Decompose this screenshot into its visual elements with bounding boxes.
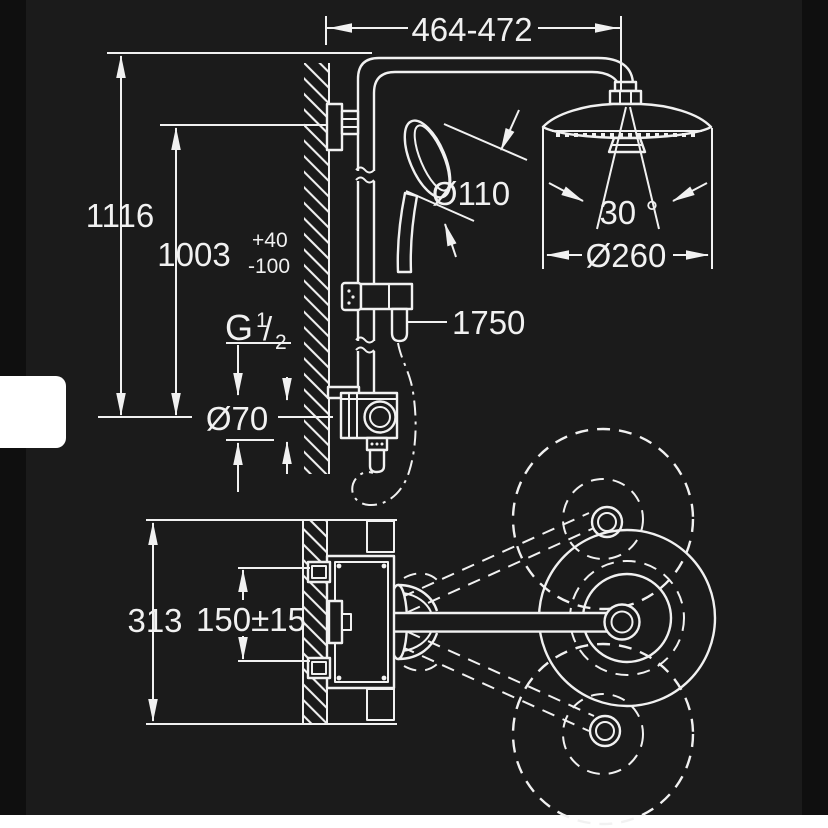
plan-view: 313 150±15 xyxy=(127,427,717,826)
dimension-top-width: 464-472 xyxy=(325,11,622,92)
hand-shower-holder xyxy=(340,281,414,343)
plan-wall xyxy=(302,520,395,724)
thermostat-valve xyxy=(326,385,399,474)
thread-num: 1 xyxy=(256,309,268,332)
shower-hose xyxy=(351,342,417,507)
mixer-body xyxy=(306,554,396,690)
dim-spray-angle: 30 ° xyxy=(599,194,658,231)
dim-connection-spacing: 150±15 xyxy=(196,601,306,638)
dim-hand-diameter: Ø110 xyxy=(432,175,510,212)
swivel-arm-alternate-positions xyxy=(401,512,595,732)
dimension-plan-depth: 313 xyxy=(127,519,397,725)
dimension-heights: 1116 1003 +40 -100 xyxy=(86,52,372,418)
hand-shower xyxy=(396,119,452,274)
dimension-spray-angle: 30 ° xyxy=(548,182,708,231)
dimension-connection-spacing: 150±15 xyxy=(196,567,310,662)
head-position-bottom xyxy=(511,642,695,826)
dim-total-height: 1116 xyxy=(86,197,155,234)
dim-valve-height-tol-plus: +40 xyxy=(252,229,288,252)
dimension-head-diameter: Ø260 xyxy=(542,128,713,274)
dim-valve-height: 1003 xyxy=(157,236,230,273)
dimension-hand-shower: Ø110 xyxy=(405,109,528,258)
dimension-hose-length: 1750 xyxy=(407,304,525,341)
dim-head-diameter: Ø260 xyxy=(586,237,667,274)
dim-hose-length: 1750 xyxy=(452,304,525,341)
head-position-top xyxy=(511,427,695,611)
dim-escutcheon-diameter: Ø70 xyxy=(206,400,268,437)
thread-slash: / xyxy=(263,310,273,347)
side-view-wall xyxy=(304,63,330,474)
dim-plan-depth: 313 xyxy=(127,602,182,639)
dimension-thread-escutcheon: G 1 / 2 Ø70 xyxy=(206,307,333,492)
overhead-shower xyxy=(541,80,713,230)
dim-valve-height-tol-minus: -100 xyxy=(248,255,290,278)
carousel-prev-button[interactable] xyxy=(0,376,66,448)
side-view: 464-472 1116 1003 +40 -100 Ø110 xyxy=(86,11,713,507)
wall-bracket xyxy=(325,102,360,152)
thread-g: G xyxy=(225,307,253,348)
dim-top-width: 464-472 xyxy=(411,11,532,48)
